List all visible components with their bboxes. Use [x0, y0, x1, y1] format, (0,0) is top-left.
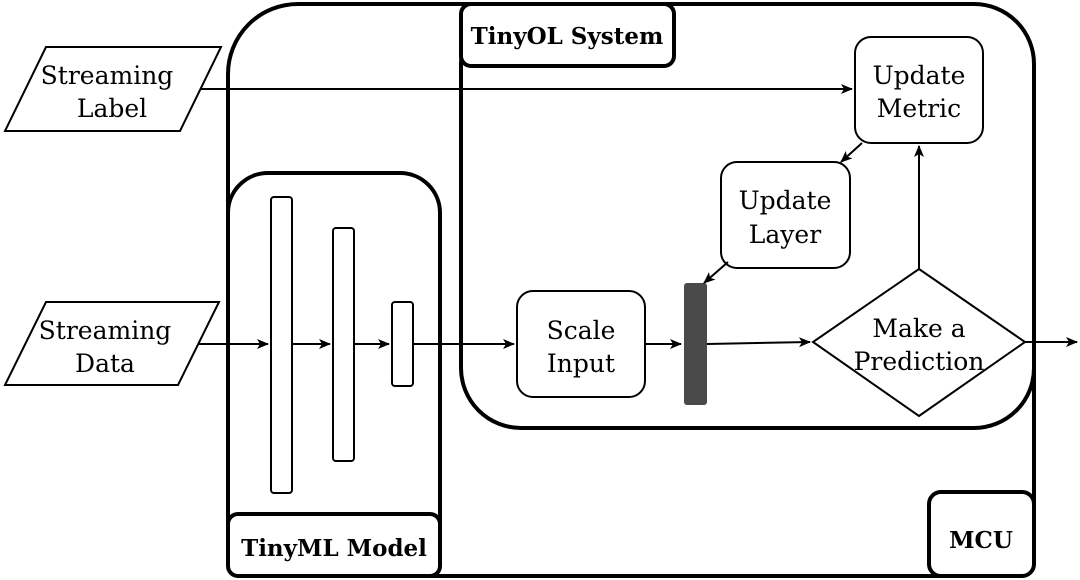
tinyol-system-label: TinyOL System [471, 23, 664, 50]
update-layer-node [720, 161, 851, 269]
make-prediction-node [811, 267, 1027, 418]
streaming-label-line1: Streaming [41, 61, 174, 90]
arrow-update-layer-to-bar [703, 261, 729, 284]
make-prediction-line2: Prediction [854, 347, 985, 376]
update-layer-line2: Layer [749, 220, 821, 249]
make-prediction-line1: Make a [872, 314, 965, 343]
network-layer-2 [332, 227, 355, 462]
network-layer-3 [391, 301, 414, 387]
arrow-metric-to-update-layer [840, 142, 863, 163]
mcu-label: MCU [949, 527, 1013, 554]
output-layer-bar [684, 283, 707, 405]
tinyml-model-label: TinyML Model [241, 535, 427, 562]
tinyol-system-label-box [459, 2, 676, 68]
update-metric-line2: Metric [877, 94, 961, 123]
scale-input-line2: Input [547, 349, 615, 378]
streaming-data-input [3, 301, 221, 386]
update-layer-line1: Update [739, 186, 832, 215]
streaming-data-line2: Data [75, 349, 135, 378]
mcu-label-box [927, 490, 1036, 578]
update-metric-node [854, 36, 984, 144]
arrow-bar-to-prediction [706, 337, 811, 348]
network-layer-1 [270, 196, 293, 494]
streaming-label-line2: Label [77, 94, 147, 123]
scale-input-line1: Scale [547, 316, 616, 345]
streaming-label-input [3, 46, 223, 132]
update-metric-line1: Update [873, 61, 966, 90]
streaming-data-line1: Streaming [39, 316, 172, 345]
tinyml-model-label-box [226, 512, 442, 578]
